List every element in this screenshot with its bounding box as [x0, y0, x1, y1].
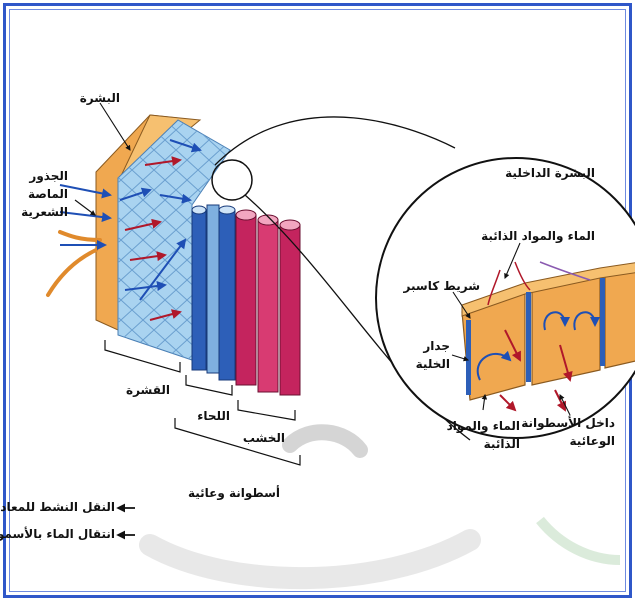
- label-into-cylinder-2: الوعائية: [525, 433, 615, 450]
- casparian-strip: [466, 320, 471, 395]
- label-phloem: اللحاء: [190, 408, 230, 425]
- legend-active-transport: النقل النشط للمعادن: [10, 500, 115, 514]
- label-into-cylinder-1: داخل الأسطوانة: [525, 415, 615, 432]
- watermark: [150, 432, 620, 578]
- phloem-tubes: [192, 205, 235, 380]
- zoom-origin-circle: [212, 160, 252, 200]
- label-casparian-strip: شريط كاسبر: [405, 278, 480, 295]
- label-water-minerals-bottom-2: الذائبة: [445, 436, 520, 453]
- magnified-endodermis-view: [376, 158, 635, 438]
- label-cell-wall-1: جدار: [410, 338, 450, 355]
- root-hairs: [48, 232, 100, 295]
- xylem-tubes: [236, 210, 300, 395]
- label-vascular-cylinder: أسطوانة وعائية: [185, 485, 280, 502]
- label-water-minerals-top: الماء والمواد الذائبة: [470, 228, 595, 245]
- label-epidermis: البشرة: [80, 90, 120, 107]
- label-root-hairs-3: الشعرية: [22, 204, 68, 221]
- legend-water-movement: انتقال الماء بالأسموزية: [10, 527, 115, 541]
- label-cell-wall-2: الخلية: [410, 356, 450, 373]
- label-root-hairs-1: الجذور: [22, 168, 68, 185]
- label-xylem: الخشب: [245, 430, 285, 447]
- label-root-hairs-2: الماصة: [22, 186, 68, 203]
- label-water-minerals-bottom-1: الماء والمواد: [445, 418, 520, 435]
- label-cortex: القشرة: [125, 382, 170, 399]
- label-endodermis: البشرة الداخلية: [490, 165, 595, 182]
